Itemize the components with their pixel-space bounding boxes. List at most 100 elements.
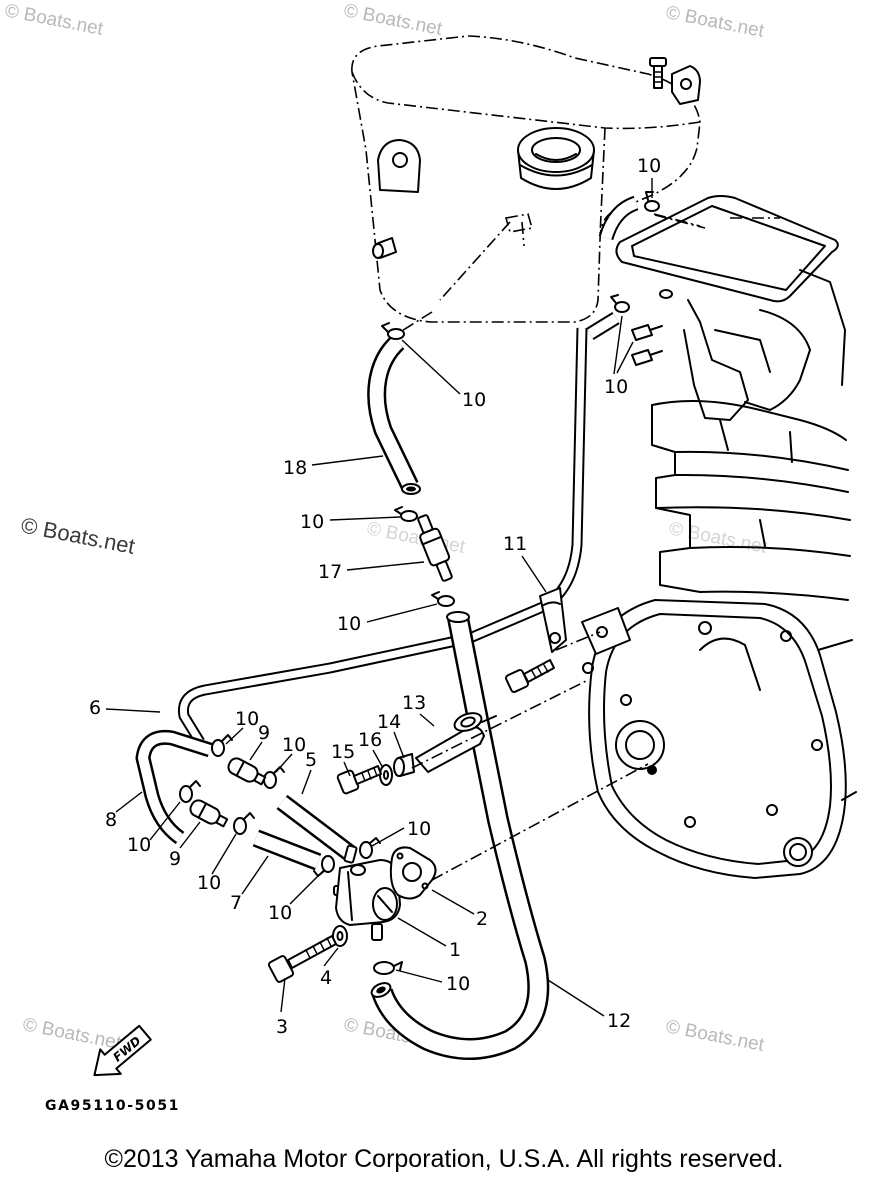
- tank-inner-line: [439, 221, 511, 301]
- copyright-notice: ©2013 Yamaha Motor Corporation, U.S.A. A…: [105, 1145, 784, 1173]
- hoses: [135, 195, 639, 1060]
- callout-part-5: 5: [305, 749, 317, 771]
- callouts: 10 10 10 18 10 17 10 11 6 13 10 9 10 5 1…: [89, 155, 661, 1038]
- callout-part-12: 12: [607, 1010, 631, 1032]
- callout-part-13: 13: [402, 692, 426, 714]
- cylinder-fin: [689, 546, 851, 557]
- callout-part-7: 7: [230, 892, 242, 914]
- crankcase-boss-inner: [789, 843, 807, 861]
- callout-part-15: 15: [331, 741, 355, 763]
- callout-part-10: 10: [446, 973, 470, 995]
- hose-5: [276, 794, 358, 863]
- vacuum-nipple: [631, 349, 653, 366]
- nipple-end: [659, 289, 673, 299]
- washer-16-hole: [383, 770, 389, 780]
- nipple-stem: [649, 325, 663, 356]
- crankcase-bolt: [766, 804, 778, 816]
- assembly-lines: [411, 213, 701, 881]
- callout-part-17: 17: [318, 561, 342, 583]
- callout-part-3: 3: [276, 1016, 288, 1038]
- cylinder-outline: [651, 404, 701, 593]
- bracket-13: [415, 712, 497, 773]
- assembly-line: [555, 631, 601, 651]
- bolt-15: [336, 765, 382, 795]
- crankcase-plug: [647, 765, 657, 775]
- engine-outline: [799, 269, 846, 386]
- hose-12: [370, 611, 550, 1060]
- watermark: © Boats.net: [667, 518, 769, 558]
- hose-clamp: [179, 780, 201, 803]
- tank-side-edge: [599, 127, 606, 237]
- hose-clamp: [263, 766, 285, 789]
- fuel-cock-gasket: [389, 846, 437, 900]
- watermark: © Boats.net: [365, 518, 467, 558]
- assembly-line: [411, 679, 589, 769]
- tank-inner-line: [521, 221, 525, 247]
- callout-part-8: 8: [105, 809, 117, 831]
- mount-hole: [596, 626, 608, 638]
- bolt-3: [267, 935, 337, 983]
- hose-clamp: [381, 322, 405, 340]
- callout-part-9: 9: [169, 848, 181, 870]
- callout-part-10: 10: [268, 902, 292, 924]
- callout-part-10: 10: [407, 818, 431, 840]
- cylinder-fin: [655, 506, 851, 521]
- cylinder-fin: [674, 473, 849, 493]
- crankcase-seal-inner: [625, 730, 655, 760]
- fuel-filter-upper: [227, 757, 267, 786]
- hose-holder-11: [539, 587, 567, 653]
- watermark: © Boats.net: [664, 2, 766, 42]
- callout-part-16: 16: [358, 729, 382, 751]
- callout-part-2: 2: [476, 908, 488, 930]
- callout-part-10: 10: [282, 734, 306, 756]
- hose-clamp: [233, 812, 255, 835]
- cylinder-fin: [699, 590, 849, 601]
- watermark: © Boats.net: [664, 1016, 766, 1056]
- callout-part-10: 10: [300, 511, 324, 533]
- watermark: © Boats.net: [21, 1014, 123, 1054]
- hose-clamp: [373, 961, 403, 975]
- hose-clamp: [359, 837, 381, 859]
- tank-stud: [649, 57, 667, 89]
- short-hose-vacuum: [586, 312, 620, 340]
- callout-part-1: 1: [449, 939, 461, 961]
- hose-8: [135, 729, 213, 845]
- callout-part-10: 10: [235, 708, 259, 730]
- engine-detail: [714, 329, 771, 373]
- engine-detail: [719, 419, 793, 547]
- hose-18: [367, 334, 421, 495]
- crankcase-boss: [783, 837, 813, 867]
- fuel-tank: [351, 35, 701, 333]
- washer-16: [379, 764, 393, 786]
- watermark: © Boats.net: [342, 0, 444, 40]
- tank-mount-hole: [392, 152, 408, 168]
- callout-part-10: 10: [462, 389, 486, 411]
- intake: [744, 309, 811, 411]
- assembly-line: [653, 213, 701, 227]
- engine: [581, 269, 857, 879]
- crankcase-seal: [615, 720, 665, 770]
- callout-part-14: 14: [377, 711, 401, 733]
- callout-part-4: 4: [320, 967, 332, 989]
- assembly-line: [431, 763, 649, 881]
- engine-side: [817, 639, 857, 801]
- crankcase-bolt: [620, 694, 632, 706]
- fittings: [179, 191, 660, 983]
- tank-bracket: [671, 65, 701, 105]
- crankcase-bolt: [811, 739, 823, 751]
- hose-clamp: [610, 294, 630, 313]
- short-hose-airbox: [598, 195, 639, 241]
- crankcase-bump: [699, 637, 761, 691]
- crankcase-bolt: [684, 816, 696, 828]
- holder-bolt: [505, 659, 555, 693]
- tank-vent-stub-end: [372, 243, 384, 259]
- crankcase-cover: [588, 599, 847, 879]
- hose-joint-17: [417, 514, 453, 582]
- crankcase-bolt: [698, 621, 712, 635]
- callout-leaders: [105, 178, 653, 1017]
- callout-part-10: 10: [337, 613, 361, 635]
- hose-clamp: [644, 191, 660, 212]
- crankcase-cover-inner: [603, 613, 832, 865]
- mount-hole: [582, 662, 594, 674]
- callout-part-18: 18: [283, 457, 307, 479]
